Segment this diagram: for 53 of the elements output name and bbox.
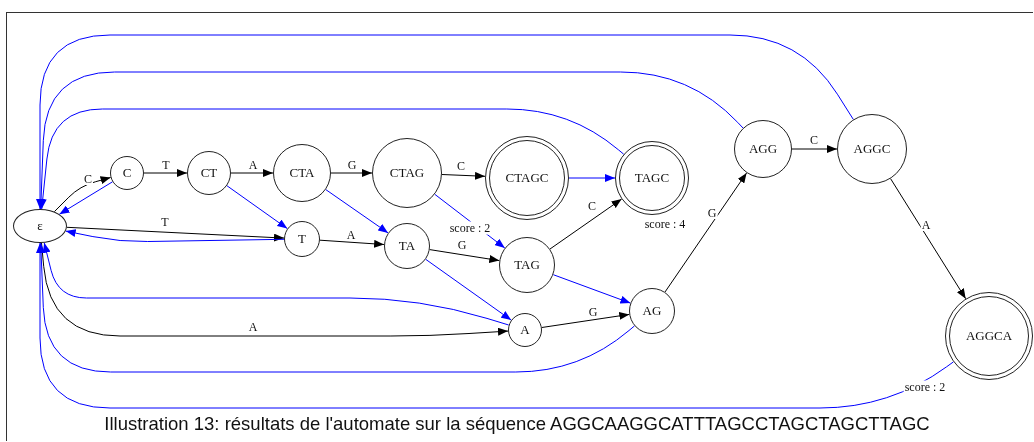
state-label: AGGC: [853, 141, 891, 157]
caption: Illustration 13: résultats de l'automate sur la séquence AGGCAAGGCATTTAGCCTAGCTAGCTTAGC: [103, 413, 931, 435]
state-label: CTA: [289, 165, 315, 181]
transition-arrow: [230, 169, 274, 177]
edge-label: G: [587, 306, 599, 318]
edge-label: A: [247, 159, 259, 171]
edge-label: A: [920, 219, 932, 231]
transition-arrow: [890, 178, 967, 300]
score-label: score : 4: [643, 217, 687, 231]
state-circle: [945, 292, 1033, 380]
edge-label: C: [809, 134, 819, 146]
state-label: TA: [398, 238, 416, 254]
edge-label: G: [456, 239, 468, 251]
transition-arrow: [568, 174, 616, 182]
transition-arrow: [664, 172, 748, 293]
transition-arrow: [425, 258, 512, 321]
state-label: T: [298, 231, 306, 247]
state-label: AG: [642, 303, 662, 319]
state-label: AGGCA: [965, 328, 1013, 344]
score-label: score : 2: [903, 380, 947, 394]
state-label: TAGC: [634, 170, 670, 186]
transition-arrow: [226, 185, 288, 230]
transition-arrow: [429, 249, 500, 263]
transition-arrow: [791, 145, 838, 153]
state-label: CTAG: [389, 165, 425, 181]
transition-arrow: [325, 189, 389, 234]
transition-arrow: [549, 198, 623, 250]
edge-label: T: [160, 216, 170, 228]
edge-label: G: [706, 207, 718, 219]
edge-label: T: [161, 159, 171, 171]
transition-arrow: [441, 171, 486, 180]
edge-label: G: [346, 159, 358, 171]
transition-arrow: [319, 239, 385, 248]
transition-arrow: [38, 108, 625, 210]
transition-arrow: [541, 311, 630, 328]
state-label: C: [122, 165, 132, 181]
score-label: score : 2: [448, 221, 492, 235]
edge-label: C: [587, 200, 597, 212]
transition-arrow: [36, 242, 954, 409]
state-label: AGG: [748, 141, 778, 157]
edge-label: C: [83, 173, 93, 185]
transition-arrow: [552, 274, 631, 304]
edge-label: A: [247, 321, 259, 333]
edge-label: C: [456, 160, 466, 172]
transition-arrow: [330, 169, 373, 177]
state-label: TAG: [514, 257, 540, 273]
state-label: ε: [37, 218, 43, 234]
edge-label: A: [345, 229, 357, 241]
state-label: A: [520, 322, 530, 338]
state-label: CT: [200, 165, 218, 181]
transition-arrow: [36, 34, 854, 210]
state-label: CTAGC: [505, 170, 549, 186]
transition-arrow: [143, 169, 188, 177]
